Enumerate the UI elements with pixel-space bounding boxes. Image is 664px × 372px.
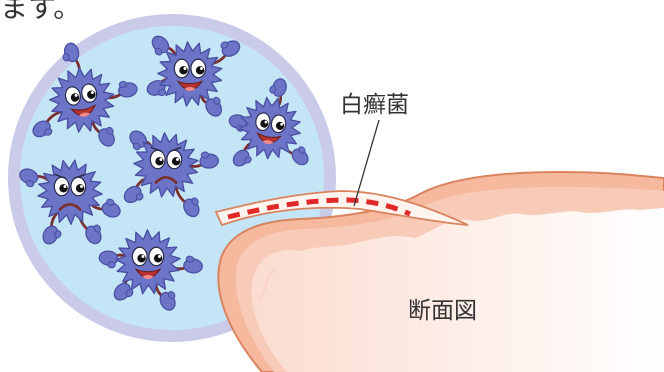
fungus-label: 白癬菌 — [340, 92, 409, 118]
germ-eye — [149, 247, 164, 265]
cross-section-label: 断面図 — [408, 298, 477, 324]
intro-text: ます。 — [0, 0, 81, 24]
germ-eye — [150, 150, 165, 168]
germ-eye — [174, 59, 189, 77]
germ-eye — [191, 59, 206, 77]
germ-eye — [132, 247, 147, 265]
germ-eye — [54, 177, 69, 195]
germ-eye — [167, 150, 182, 168]
germ-eye — [71, 177, 86, 195]
